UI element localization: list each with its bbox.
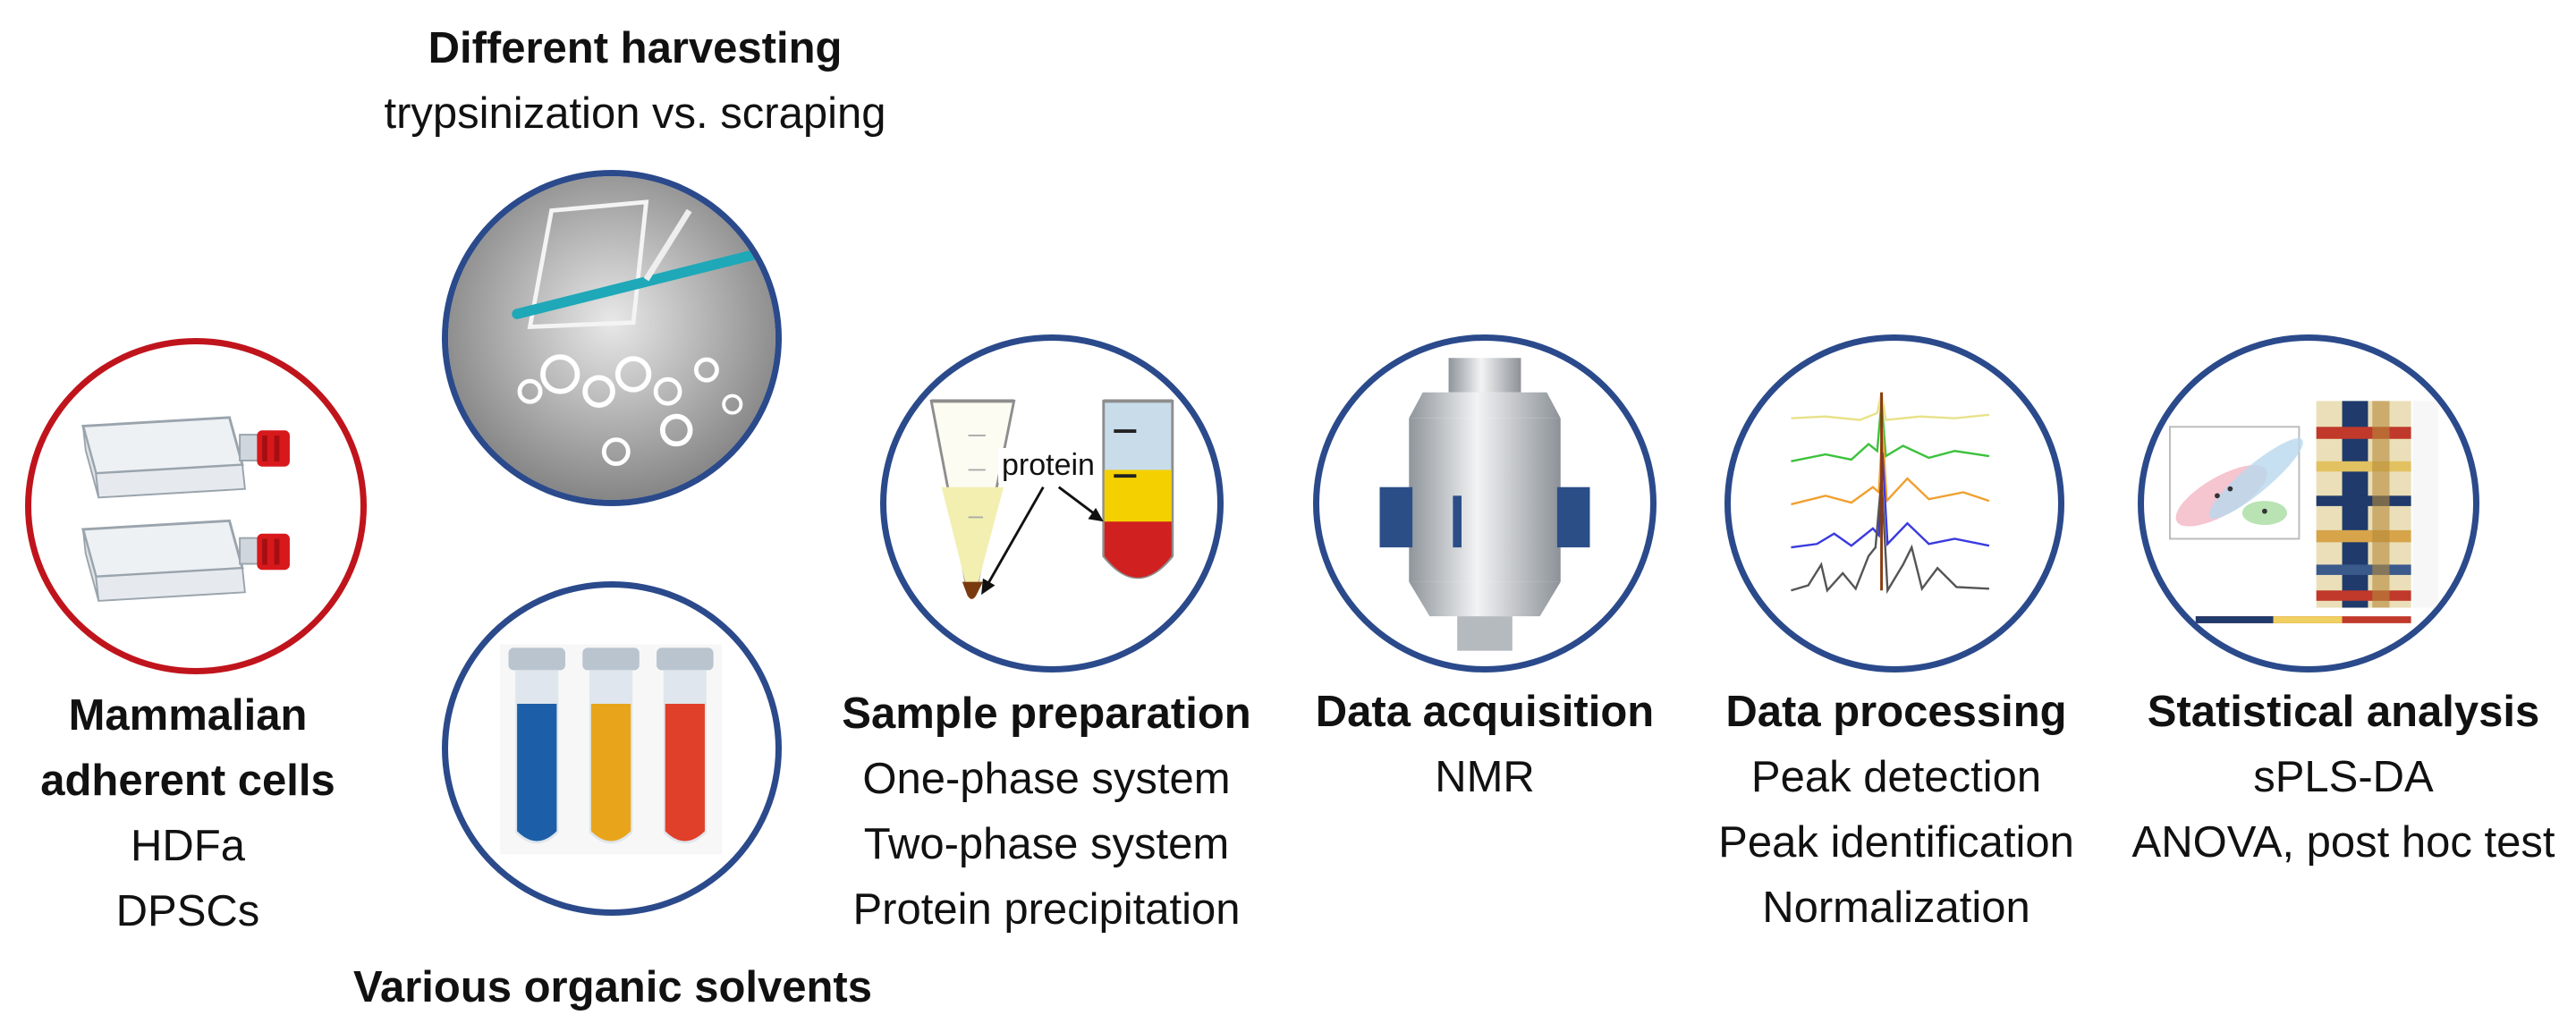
harvesting-subtitle: trypsinization vs. scraping xyxy=(384,89,886,138)
harvesting-label: Different harvesting trypsinization vs. … xyxy=(340,16,930,147)
statistics-item-splsda: sPLS-DA xyxy=(2253,753,2434,801)
cell-flask-icon xyxy=(81,416,290,602)
sample-item-precipitation: Protein precipitation xyxy=(852,885,1241,934)
cells-item-dpscs: DPSCs xyxy=(115,887,260,935)
sample-title: Sample preparation xyxy=(842,689,1251,738)
data-processing-label: Data processing Peak detection Peak iden… xyxy=(1690,680,2102,941)
cells-title-line2: adherent cells xyxy=(40,757,335,805)
sample-preparation-circle: protein xyxy=(880,334,1224,672)
cell-scraper-icon xyxy=(448,176,775,500)
processing-item-normalization: Normalization xyxy=(1762,884,2030,932)
solvents-label: Various organic solvents xyxy=(304,955,921,1020)
protein-label: protein xyxy=(998,448,1098,483)
solvent-tubes-icon xyxy=(499,644,723,855)
data-acquisition-circle xyxy=(1313,334,1657,672)
sample-preparation-label: Sample preparation One-phase system Two-… xyxy=(805,681,1288,943)
processing-item-detection: Peak detection xyxy=(1750,753,2042,801)
processing-title: Data processing xyxy=(1725,688,2067,736)
solvents-title: Various organic solvents xyxy=(352,963,873,1011)
statistics-title: Statistical analysis xyxy=(2147,688,2540,736)
sample-item-one-phase: One-phase system xyxy=(862,755,1231,803)
data-acquisition-label: Data acquisition NMR xyxy=(1288,680,1682,810)
cells-title-line1: Mammalian xyxy=(68,691,308,740)
acquisition-title: Data acquisition xyxy=(1315,688,1655,736)
nmr-spectra-icon xyxy=(1791,392,1990,595)
sample-item-two-phase: Two-phase system xyxy=(863,820,1230,868)
statistical-analysis-circle xyxy=(2138,334,2479,672)
acquisition-item-nmr: NMR xyxy=(1435,753,1535,801)
statistical-analysis-label: Statistical analysis sPLS-DA ANOVA, post… xyxy=(2111,680,2576,876)
splsda-heatmap-icon xyxy=(2169,401,2439,623)
cells-item-hdfa: HDFa xyxy=(131,822,245,870)
harvesting-title: Different harvesting xyxy=(428,24,843,72)
cell-culture-flasks-circle xyxy=(25,338,367,674)
statistics-item-anova: ANOVA, post hoc test xyxy=(2131,818,2555,867)
harvesting-circle xyxy=(442,170,782,506)
nmr-spectrometer-icon xyxy=(1379,358,1590,651)
cells-label: Mammalian adherent cells HDFa DPSCs xyxy=(0,683,376,944)
solvents-circle xyxy=(442,581,782,916)
processing-item-identification: Peak identification xyxy=(1718,818,2074,867)
extraction-tubes-icon xyxy=(929,399,1174,599)
data-processing-circle xyxy=(1724,334,2064,672)
